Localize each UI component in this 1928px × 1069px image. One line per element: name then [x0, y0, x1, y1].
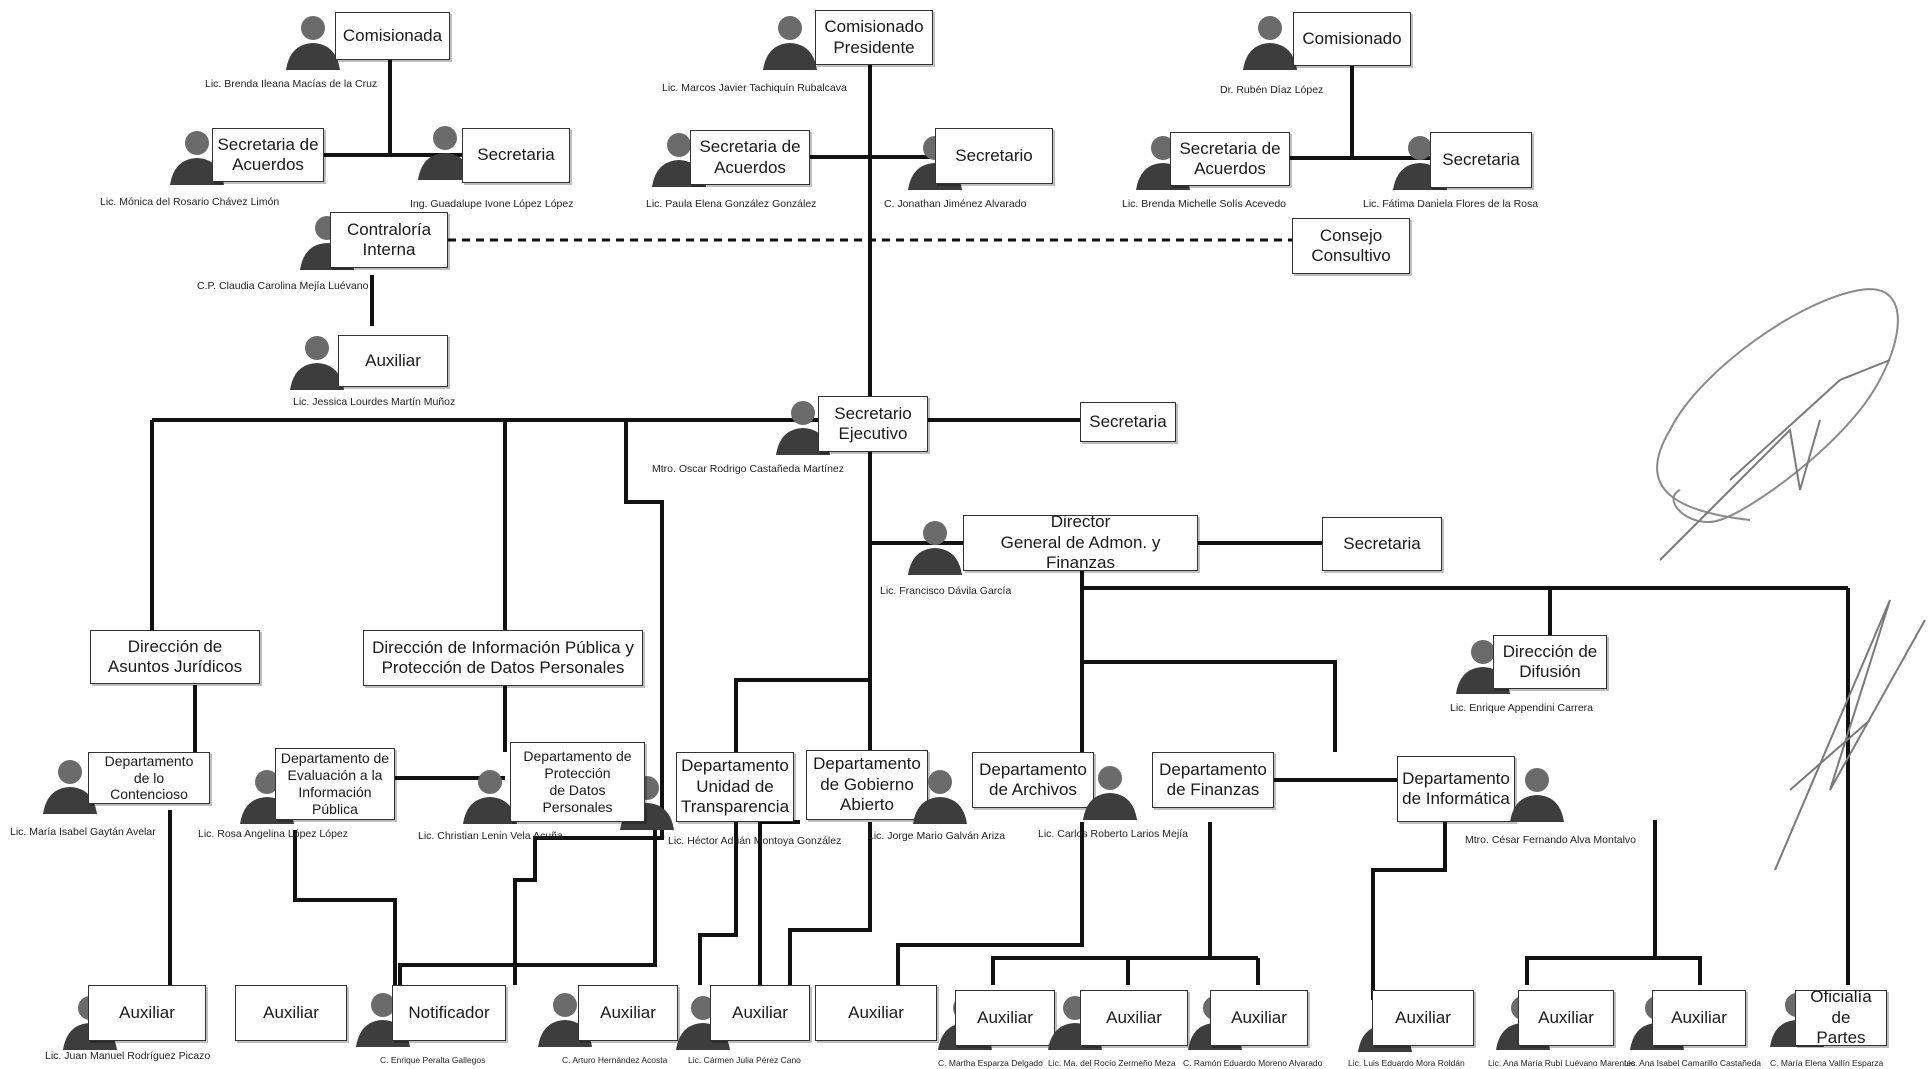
dep-evaluacion-name: Lic. Rosa Angelina López López	[198, 828, 349, 840]
sec-acuerdos-3-name: Lic. Brenda Michelle Solís Acevedo	[1122, 198, 1287, 210]
auxiliar-contraloria-name: Lic. Jessica Lourdes Martín Muñoz	[293, 396, 456, 408]
aux-9-box[interactable]: Auxiliar	[1372, 990, 1474, 1046]
person-photo-icon	[1235, 8, 1305, 70]
dep-transparencia-name: Lic. Héctor Adrián Montoya González	[668, 835, 842, 847]
dep-proteccion-box[interactable]: Departamento de Protección de Datos Pers…	[510, 742, 645, 822]
secretario-2-box[interactable]: Secretario	[935, 128, 1053, 184]
dep-archivos-name: Lic. Carlos Roberto Larios Mejía	[1038, 828, 1188, 840]
comisionada-box[interactable]: Comisionada	[335, 12, 450, 60]
secretaria-director-box[interactable]: Secretaria	[1322, 517, 1442, 571]
dep-archivos-box[interactable]: Departamento de Archivos	[972, 752, 1094, 808]
person-photo-icon	[278, 8, 348, 70]
aux-10-box[interactable]: Auxiliar	[1518, 990, 1614, 1046]
sec-acuerdos-3-box[interactable]: Secretaria de Acuerdos	[1170, 132, 1290, 186]
aux-6-box[interactable]: Auxiliar	[955, 990, 1055, 1046]
secretario-ejecutivo-name: Mtro. Oscar Rodrigo Castañeda Martínez	[652, 463, 844, 475]
aux-5-box[interactable]: Auxiliar	[815, 985, 937, 1041]
person-photo-icon	[768, 393, 838, 455]
comisionada-name: Lic. Brenda Ileana Macías de la Cruz	[205, 78, 378, 90]
contraloria-name: C.P. Claudia Carolina Mejía Luévano	[197, 280, 369, 292]
dep-proteccion-name: Lic. Christian Lenin Vela Acuña	[418, 830, 563, 842]
dep-informatica-box[interactable]: Departamento de Informática	[1397, 756, 1515, 822]
dep-informatica-name: Mtro. César Fernando Alva Montalvo	[1465, 834, 1636, 846]
oficialia-box[interactable]: Oficialía de Partes	[1795, 987, 1887, 1047]
dep-finanzas-box[interactable]: Departamento de Finanzas	[1152, 752, 1274, 808]
sec-acuerdos-2-name: Lic. Paula Elena González González	[646, 198, 817, 210]
comisionado-presidente-box[interactable]: Comisionado Presidente	[815, 10, 933, 65]
contraloria-box[interactable]: Contraloría Interna	[330, 212, 448, 268]
secretaria-3-box[interactable]: Secretaria	[1430, 132, 1532, 188]
dep-contencioso-name: Lic. María Isabel Gaytán Avelar	[10, 826, 156, 838]
person-photo-icon	[35, 752, 105, 814]
notificador-name: C. Enrique Peralta Gallegos	[380, 1055, 486, 1065]
dep-evaluacion-box[interactable]: Departamento de Evaluación a la Informac…	[275, 748, 395, 820]
dep-transparencia-box[interactable]: Departamento Unidad de Transparencia	[676, 752, 794, 822]
dep-gobierno-box[interactable]: Departamento de Gobierno Abierto	[806, 750, 928, 820]
aux-8-name: C. Ramón Eduardo Moreno Alvarado	[1183, 1058, 1323, 1068]
aux-4-name: Lic. Cármen Julia Pérez Cano	[688, 1055, 801, 1065]
aux-3-name: C. Arturo Hernández Acosta	[562, 1055, 668, 1065]
aux-2-box[interactable]: Auxiliar	[235, 985, 347, 1041]
dir-difusion-box[interactable]: Dirección de Difusión	[1493, 635, 1607, 689]
aux-10-name: Lic. Ana María Rubí Luévano Marentes	[1488, 1058, 1636, 1068]
comisionado-name: Dr. Rubén Díaz López	[1220, 84, 1324, 96]
notificador-box[interactable]: Notificador	[392, 985, 506, 1041]
aux-1-box[interactable]: Auxiliar	[88, 985, 206, 1041]
person-photo-icon	[282, 328, 352, 390]
dir-juridicos-box[interactable]: Dirección de Asuntos Jurídicos	[90, 630, 260, 684]
person-photo-icon	[162, 123, 232, 185]
aux-9-name: Lic. Luis Eduardo Mora Roldán	[1348, 1058, 1465, 1068]
person-photo-icon	[1075, 758, 1145, 820]
person-photo-icon	[1502, 760, 1572, 822]
dep-gobierno-name: Lic. Jorge Mario Galván Ariza	[868, 830, 1006, 842]
person-photo-icon	[900, 513, 970, 575]
aux-7-name: Lic. Ma. del Rocío Zermeño Meza	[1048, 1058, 1176, 1068]
person-photo-icon	[455, 762, 525, 824]
sec-acuerdos-2-box[interactable]: Secretaria de Acuerdos	[690, 130, 810, 185]
secretario-2-name: C. Jonathan Jiménez Alvarado	[884, 198, 1027, 210]
dir-difusion-name: Lic. Enrique Appendini Carrera	[1450, 702, 1594, 714]
consejo-box[interactable]: Consejo Consultivo	[1292, 218, 1410, 274]
sec-acuerdos-1-name: Lic. Mónica del Rosario Chávez Limón	[100, 196, 280, 208]
person-photo-icon	[410, 118, 480, 180]
secretaria-ejecutivo-box[interactable]: Secretaria	[1080, 402, 1176, 442]
aux-3-box[interactable]: Auxiliar	[578, 985, 678, 1041]
aux-11-box[interactable]: Auxiliar	[1652, 990, 1746, 1046]
director-general-name: Lic. Francisco Dávila García	[880, 585, 1012, 597]
sec-acuerdos-1-box[interactable]: Secretaria de Acuerdos	[212, 128, 324, 182]
aux-6-name: C. Martha Esparza Delgado	[938, 1058, 1043, 1068]
secretaria-1-box[interactable]: Secretaria	[462, 128, 570, 183]
secretario-ejecutivo-box[interactable]: Secretario Ejecutivo	[818, 396, 928, 452]
handwritten-signature	[1656, 288, 1899, 561]
dir-informacion-box[interactable]: Dirección de Información Pública y Prote…	[363, 630, 643, 686]
secretaria-3-name: Lic. Fátima Daniela Flores de la Rosa	[1363, 198, 1539, 210]
handwritten-signature	[1774, 599, 1926, 871]
aux-8-box[interactable]: Auxiliar	[1210, 990, 1308, 1046]
aux-4-box[interactable]: Auxiliar	[710, 985, 810, 1041]
comisionado-presidente-name: Lic. Marcos Javier Tachiquín Rubalcava	[662, 82, 847, 94]
aux-7-box[interactable]: Auxiliar	[1080, 990, 1188, 1046]
aux-11-name: Lic. Ana Isabel Camarillo Castañeda	[1624, 1058, 1762, 1068]
dep-contencioso-box[interactable]: Departamento de lo Contencioso	[88, 752, 210, 804]
comisionado-box[interactable]: Comisionado	[1293, 12, 1411, 66]
oficialia-name: C. María Elena Vallín Esparza	[1770, 1058, 1884, 1068]
auxiliar-contraloria-box[interactable]: Auxiliar	[338, 335, 448, 387]
director-general-box[interactable]: Director General de Admon. y Finanzas	[963, 512, 1198, 572]
person-photo-icon	[905, 762, 975, 824]
person-photo-icon	[755, 8, 825, 70]
aux-1-name: Lic. Juan Manuel Rodríguez Picazo	[45, 1050, 211, 1062]
secretaria-1-name: Ing. Guadalupe Ivone López López	[410, 198, 574, 210]
